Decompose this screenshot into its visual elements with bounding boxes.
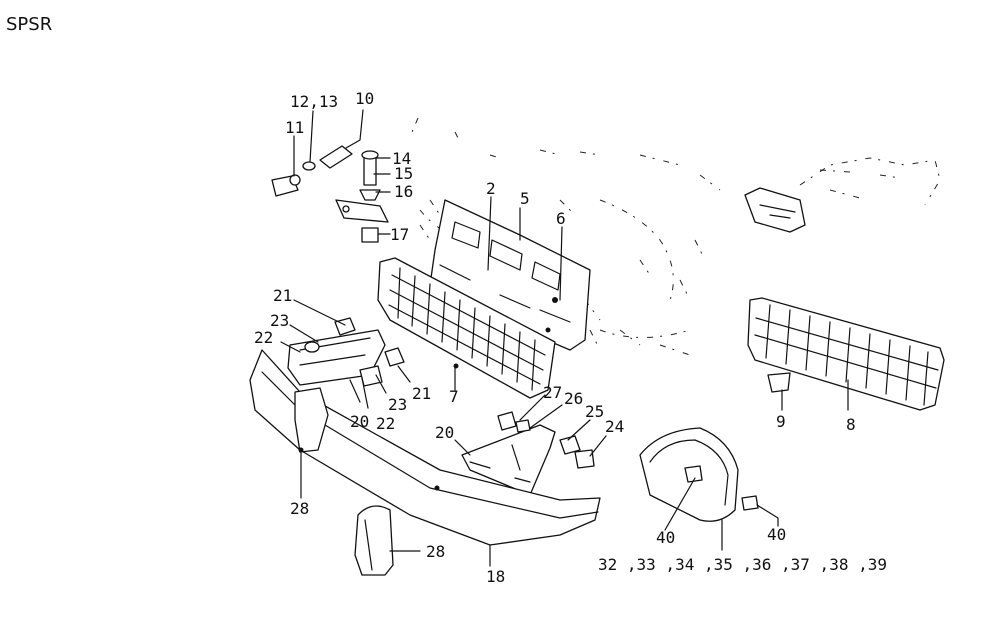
callout-5: 5 [520, 189, 530, 208]
callout-20-left: 20 [350, 412, 369, 431]
page-title: SPSR [6, 14, 53, 35]
callout-labels: 12,13 10 11 14 15 16 17 2 5 6 21 23 22 2… [254, 89, 887, 586]
callout-23-upper: 23 [270, 311, 289, 330]
callout-8: 8 [846, 415, 856, 434]
leader-lines [280, 109, 849, 567]
callout-18: 18 [486, 567, 505, 586]
alternate-grille [747, 297, 945, 411]
callout-6: 6 [556, 209, 566, 228]
front-grille [377, 257, 556, 399]
callout-28-bumper: 28 [290, 499, 309, 518]
bumper-bracket-right [461, 411, 595, 496]
callout-15: 15 [394, 164, 413, 183]
mud-guard [639, 427, 759, 522]
vehicle-body-outline [411, 117, 721, 356]
callout-20-right: 20 [435, 423, 454, 442]
radiator-support-panel [429, 199, 591, 351]
callout-17: 17 [390, 225, 409, 244]
hood-lock-assembly [271, 145, 389, 243]
callout-32-39: 32 ,33 ,34 ,35 ,36 ,37 ,38 ,39 [598, 555, 887, 574]
callout-16: 16 [394, 182, 413, 201]
callout-22-upper: 22 [254, 328, 273, 347]
callout-40-right: 40 [767, 525, 786, 544]
callout-9: 9 [776, 412, 786, 431]
callout-21-lower: 21 [412, 384, 431, 403]
callout-28-cap: 28 [426, 542, 445, 561]
inner-fender-panel [744, 157, 941, 233]
front-bumper [249, 349, 601, 546]
callout-10: 10 [355, 89, 374, 108]
callout-2: 2 [486, 179, 496, 198]
callout-14: 14 [392, 149, 411, 168]
callout-40-left: 40 [656, 528, 675, 547]
callout-23-lower: 23 [388, 395, 407, 414]
callout-24: 24 [605, 417, 624, 436]
callout-21-upper: 21 [273, 286, 292, 305]
bumper-end-cap [354, 505, 394, 576]
callout-27: 27 [543, 383, 562, 402]
bumper-bracket-left [287, 317, 405, 387]
callout-26: 26 [564, 389, 583, 408]
callout-12-13: 12,13 [290, 92, 338, 111]
callout-7: 7 [449, 387, 459, 406]
callout-22-lower: 22 [376, 414, 395, 433]
callout-25: 25 [585, 402, 604, 421]
callout-11: 11 [285, 118, 304, 137]
